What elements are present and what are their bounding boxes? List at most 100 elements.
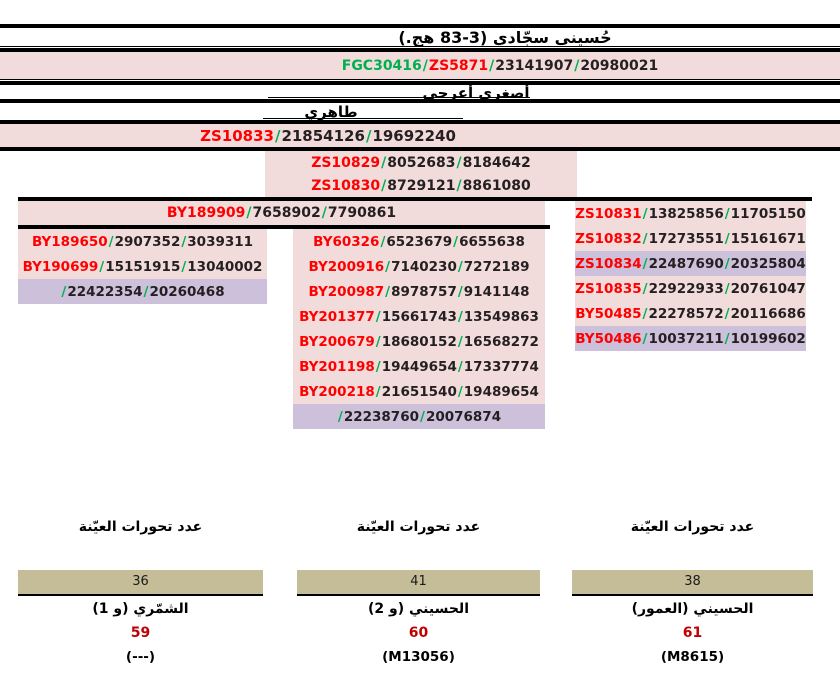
position-value: 20076874 bbox=[425, 408, 502, 425]
marker-row: BY201198/19449654/17337774 bbox=[293, 354, 545, 379]
position-value: 13825856 bbox=[648, 205, 724, 222]
position-value: 8052683 bbox=[387, 154, 456, 171]
position-value: 20116686 bbox=[730, 305, 806, 322]
position-value: 19692240 bbox=[372, 126, 456, 145]
position-value: 8861080 bbox=[462, 177, 531, 194]
position-value: 19449654 bbox=[381, 358, 457, 375]
marker-name: ZS10831 bbox=[575, 205, 642, 222]
slash-separator: / bbox=[724, 205, 730, 222]
divider-bar bbox=[18, 225, 550, 229]
slash-separator: / bbox=[380, 233, 386, 250]
slash-separator: / bbox=[453, 233, 459, 250]
slash-separator: / bbox=[375, 358, 381, 375]
position-value: 18680152 bbox=[381, 333, 457, 350]
zs10833-row-band: ZS10833/21854126/19692240 bbox=[0, 124, 840, 147]
marker-row: /22238760/20076874 bbox=[293, 404, 545, 429]
slash-separator: / bbox=[574, 57, 580, 74]
slash-separator: / bbox=[642, 205, 648, 222]
position-value: 20761047 bbox=[730, 280, 806, 297]
marker-row: ZS10834/22487690/20325804 bbox=[575, 251, 806, 276]
marker-name: ZS10832 bbox=[575, 230, 642, 247]
marker-name: BY190699 bbox=[22, 258, 99, 275]
divider-bar bbox=[0, 48, 840, 52]
marker-name: BY200218 bbox=[299, 383, 375, 400]
marker-row: ZS10831/13825856/11705150 bbox=[575, 201, 806, 226]
marker-row: BY60326/6523679/6655638 bbox=[293, 229, 545, 254]
position-value: 8978757 bbox=[391, 283, 457, 300]
slash-separator: / bbox=[457, 333, 463, 350]
snp-label: (M8615) bbox=[660, 649, 725, 665]
position-value: 17337774 bbox=[463, 358, 539, 375]
distance-value: 59 bbox=[130, 625, 151, 641]
slash-separator: / bbox=[642, 305, 648, 322]
marker-row: BY50485/22278572/20116686 bbox=[575, 301, 806, 326]
marker-row: ZS10830/8729121/8861080 bbox=[265, 174, 577, 197]
position-value: 2907352 bbox=[114, 233, 181, 250]
slash-separator: / bbox=[385, 283, 391, 300]
thin-rule bbox=[0, 79, 840, 80]
position-value: 6523679 bbox=[386, 233, 453, 250]
marker-name: BY200679 bbox=[299, 333, 375, 350]
position-value: 22922933 bbox=[648, 280, 724, 297]
divider-bar bbox=[0, 120, 840, 124]
divider-bar bbox=[0, 24, 840, 28]
slash-separator: / bbox=[99, 258, 105, 275]
slash-separator: / bbox=[246, 205, 252, 221]
position-value: 21854126 bbox=[281, 126, 365, 145]
slash-separator: / bbox=[642, 230, 648, 247]
marker-row: BY200987/8978757/9141148 bbox=[293, 279, 545, 304]
slash-separator: / bbox=[642, 280, 648, 297]
mutations-count-label: عدد تحورات العيّنة bbox=[356, 519, 481, 535]
slash-separator: / bbox=[457, 358, 463, 375]
marker-row: BY200916/7140230/7272189 bbox=[293, 254, 545, 279]
slash-separator: / bbox=[181, 258, 187, 275]
mutations-count-label: عدد تحورات العيّنة bbox=[78, 519, 203, 535]
marker-name: BY50485 bbox=[575, 305, 642, 322]
position-value: ZS5871 bbox=[428, 57, 489, 74]
slash-separator: / bbox=[724, 280, 730, 297]
slash-separator: / bbox=[420, 408, 425, 425]
position-value: 22278572 bbox=[648, 305, 724, 322]
position-value: 7140230 bbox=[391, 258, 457, 275]
slash-separator: / bbox=[724, 330, 730, 347]
position-value: 22422354 bbox=[67, 283, 143, 300]
position-value: 20260468 bbox=[149, 283, 225, 300]
slash-separator: / bbox=[375, 383, 381, 400]
slash-separator: / bbox=[422, 57, 428, 74]
marker-name: FGC30416 bbox=[341, 57, 422, 74]
marker-row: ZS10835/22922933/20761047 bbox=[575, 276, 806, 301]
marker-row: FGC30416/ZS5871/23141907/20980021 bbox=[340, 52, 660, 79]
slash-separator: / bbox=[337, 408, 343, 425]
slash-separator: / bbox=[181, 233, 187, 250]
marker-row: BY200679/18680152/16568272 bbox=[293, 329, 545, 354]
position-value: 13040002 bbox=[187, 258, 263, 275]
slash-separator: / bbox=[375, 308, 381, 325]
slash-separator: / bbox=[642, 255, 648, 272]
snp-label: (---) bbox=[125, 649, 156, 665]
position-value: 22238760 bbox=[343, 408, 419, 425]
marker-row: ZS10829/8052683/8184642 bbox=[265, 151, 577, 174]
position-value: 19489654 bbox=[463, 383, 539, 400]
marker-name: BY189909 bbox=[166, 205, 246, 221]
slash-separator: / bbox=[143, 283, 149, 300]
position-value: 8184642 bbox=[462, 154, 531, 171]
slash-separator: / bbox=[456, 177, 462, 194]
position-value: 3039311 bbox=[187, 233, 254, 250]
thin-rule bbox=[0, 46, 840, 47]
slash-separator: / bbox=[457, 283, 463, 300]
main-title: حُسيني سجّادي (3-83 هج.) bbox=[398, 28, 612, 47]
slash-separator: / bbox=[489, 57, 495, 74]
position-value: 10037211 bbox=[648, 330, 724, 347]
slash-separator: / bbox=[108, 233, 114, 250]
slash-separator: / bbox=[365, 126, 372, 145]
marker-row: ZS10833/21854126/19692240 bbox=[160, 124, 496, 147]
slash-separator: / bbox=[457, 383, 463, 400]
slash-separator: / bbox=[457, 308, 463, 325]
slash-separator: / bbox=[456, 154, 462, 171]
position-value: 20325804 bbox=[730, 255, 806, 272]
position-value: 9141148 bbox=[463, 283, 530, 300]
